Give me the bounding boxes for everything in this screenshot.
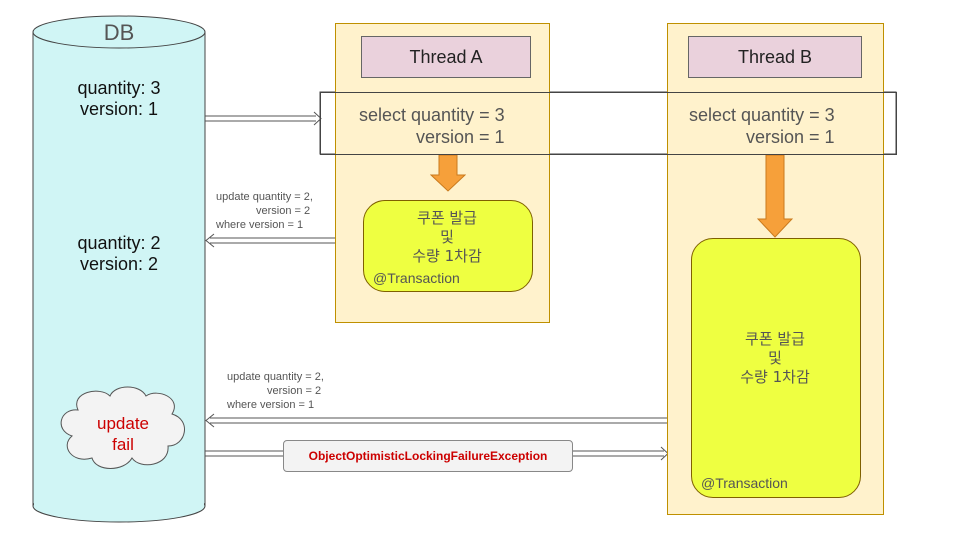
thread-b-title: Thread B (688, 36, 862, 78)
thread-a-title: Thread A (361, 36, 531, 78)
thread-b-down-arrow (757, 155, 793, 238)
fail-cloud (60, 386, 185, 469)
db-state1-version: version: 1 (79, 99, 159, 119)
select-box-outline (320, 92, 897, 155)
thread-a-tx-line3: 수량 1차감 (412, 247, 482, 265)
thread-b-annotation: @Transaction (701, 475, 788, 491)
thread-a-select-line2: version = 1 (416, 127, 505, 147)
thread-a-tx-line2: 및 (440, 228, 454, 246)
exception-label-box: ObjectOptimisticLockingFailureException (283, 440, 573, 472)
db-state2-quantity: quantity: 2 (77, 233, 161, 253)
thread-a-tx-line1: 쿠폰 발급 (417, 209, 477, 227)
thread-b-tx-line1: 쿠폰 발급 (745, 330, 805, 348)
update-a-line2: version = 2 (256, 205, 311, 217)
db-state1-quantity: quantity: 3 (77, 78, 161, 98)
thread-a-transaction-box (363, 200, 533, 292)
thread-b-tx-line3: 수량 1차감 (740, 368, 810, 386)
thread-a-down-arrow (430, 155, 466, 192)
update-a-line3: where version = 1 (216, 219, 304, 231)
update-b-arrow (205, 413, 691, 428)
update-b-line2: version = 2 (267, 385, 322, 397)
thread-b-transaction-box (691, 238, 861, 498)
thread-b-tx-line2: 및 (768, 349, 782, 367)
fail-line1: update (97, 414, 149, 433)
thread-b-select-line2: version = 1 (746, 127, 835, 147)
update-b-line1: update quantity = 2, (227, 371, 324, 383)
update-a-line1: update quantity = 2, (216, 191, 313, 203)
select-arrow (205, 111, 322, 126)
thread-b-title-text: Thread B (737, 46, 813, 67)
thread-b-select-line1: select quantity = 3 (689, 105, 835, 125)
thread-a-select-line1: select quantity = 3 (359, 105, 505, 125)
thread-a-annotation: @Transaction (373, 270, 460, 286)
db-title: DB (103, 20, 135, 45)
exception-label: ObjectOptimisticLockingFailureException (308, 449, 548, 463)
db-state2-version: version: 2 (79, 254, 159, 274)
fail-line2: fail (112, 435, 134, 454)
thread-a-title-text: Thread A (409, 46, 483, 67)
update-b-line3: where version = 1 (227, 399, 315, 411)
